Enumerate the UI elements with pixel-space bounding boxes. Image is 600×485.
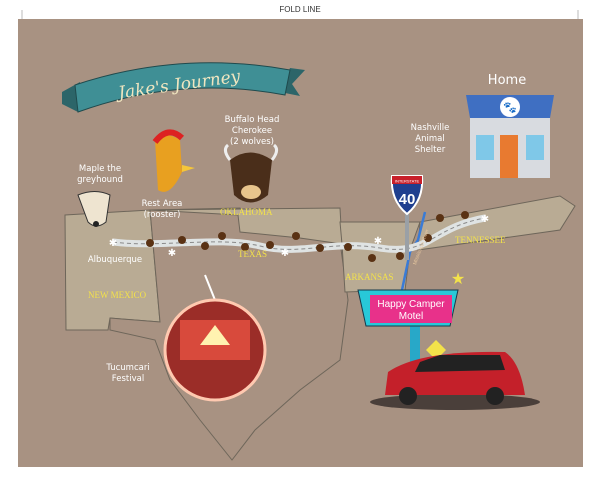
label-nashville: Nashville xyxy=(411,123,450,133)
home-shop-icon: 🐾 xyxy=(466,95,554,178)
label-rest-area-2: (rooster) xyxy=(144,210,181,220)
label-buffalo-2: Cherokee xyxy=(232,126,272,136)
label-nashville-2: Animal xyxy=(415,134,444,144)
state-label-new-mexico: NEW MEXICO xyxy=(88,290,147,300)
buffalo-icon xyxy=(223,143,279,203)
svg-text:✱: ✱ xyxy=(374,236,382,247)
label-tucumcari: Tucumcari xyxy=(105,363,149,373)
svg-text:40: 40 xyxy=(399,191,416,208)
fold-line-label: FOLD LINE xyxy=(279,5,321,14)
star-icon: ★ xyxy=(451,271,465,288)
svg-text:🐾: 🐾 xyxy=(503,102,517,114)
stop-markers: ✱ ✱ ✱ ✱ ✱ xyxy=(109,214,489,259)
greyhound-icon xyxy=(77,191,111,227)
state-label-oklahoma: OKLAHOMA xyxy=(220,207,273,217)
red-minivan xyxy=(370,351,540,410)
rooster-icon xyxy=(152,129,195,192)
interstate-40-sign: INTERSTATE 40 xyxy=(390,175,424,260)
svg-text:✱: ✱ xyxy=(281,248,289,259)
label-buffalo-3: (2 wolves) xyxy=(230,137,274,147)
label-maple: Maple the xyxy=(79,164,121,174)
motel-sign-line-1: Happy Camper xyxy=(377,299,445,310)
state-label-texas: TEXAS xyxy=(238,249,267,259)
svg-text:✱: ✱ xyxy=(481,214,489,225)
svg-text:INTERSTATE: INTERSTATE xyxy=(395,179,420,184)
label-maple-2: greyhound xyxy=(77,175,123,185)
festival-illustration xyxy=(163,274,267,402)
label-albuquerque: Albuquerque xyxy=(88,255,142,265)
state-label-arkansas: ARKANSAS xyxy=(345,272,394,282)
state-label-tennessee: TENNESSEE xyxy=(455,235,506,245)
label-rest-area: Rest Area xyxy=(142,199,183,209)
label-buffalo: Buffalo Head xyxy=(225,115,280,125)
state-new-mexico xyxy=(64,209,161,331)
paw-prints xyxy=(146,211,469,262)
label-nashville-3: Shelter xyxy=(415,145,446,155)
svg-text:✱: ✱ xyxy=(168,248,176,259)
motel-sign-line-2: Motel xyxy=(399,311,423,322)
motel-sign: Happy Camper Motel ★ xyxy=(357,271,465,380)
label-home: Home xyxy=(488,73,526,88)
label-tucumcari-2: Festival xyxy=(112,374,144,384)
svg-text:✱: ✱ xyxy=(109,238,117,249)
